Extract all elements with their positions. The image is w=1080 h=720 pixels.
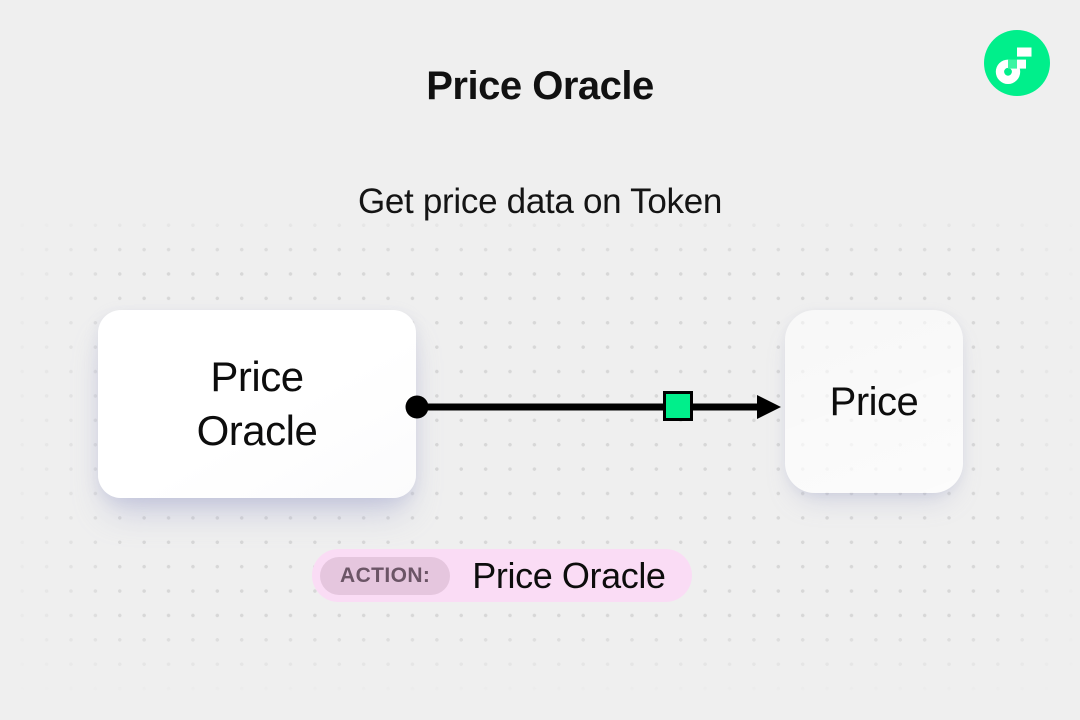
node-price-label: Price xyxy=(829,379,919,424)
page-title: Price Oracle xyxy=(426,64,654,108)
node-price-oracle[interactable]: Price Oracle xyxy=(98,310,416,498)
flow-logo-icon xyxy=(984,30,1050,96)
green-step-square-icon[interactable] xyxy=(663,391,693,421)
action-badge[interactable]: ACTION: Price Oracle xyxy=(312,549,692,602)
node-price[interactable]: Price xyxy=(785,310,963,493)
arrow-head-icon xyxy=(757,395,781,419)
node-price-oracle-label: Price Oracle xyxy=(196,353,318,454)
page-subtitle: Get price data on Token xyxy=(357,182,723,221)
action-badge-key: ACTION: xyxy=(320,556,451,595)
action-badge-value: Price Oracle xyxy=(472,554,666,596)
